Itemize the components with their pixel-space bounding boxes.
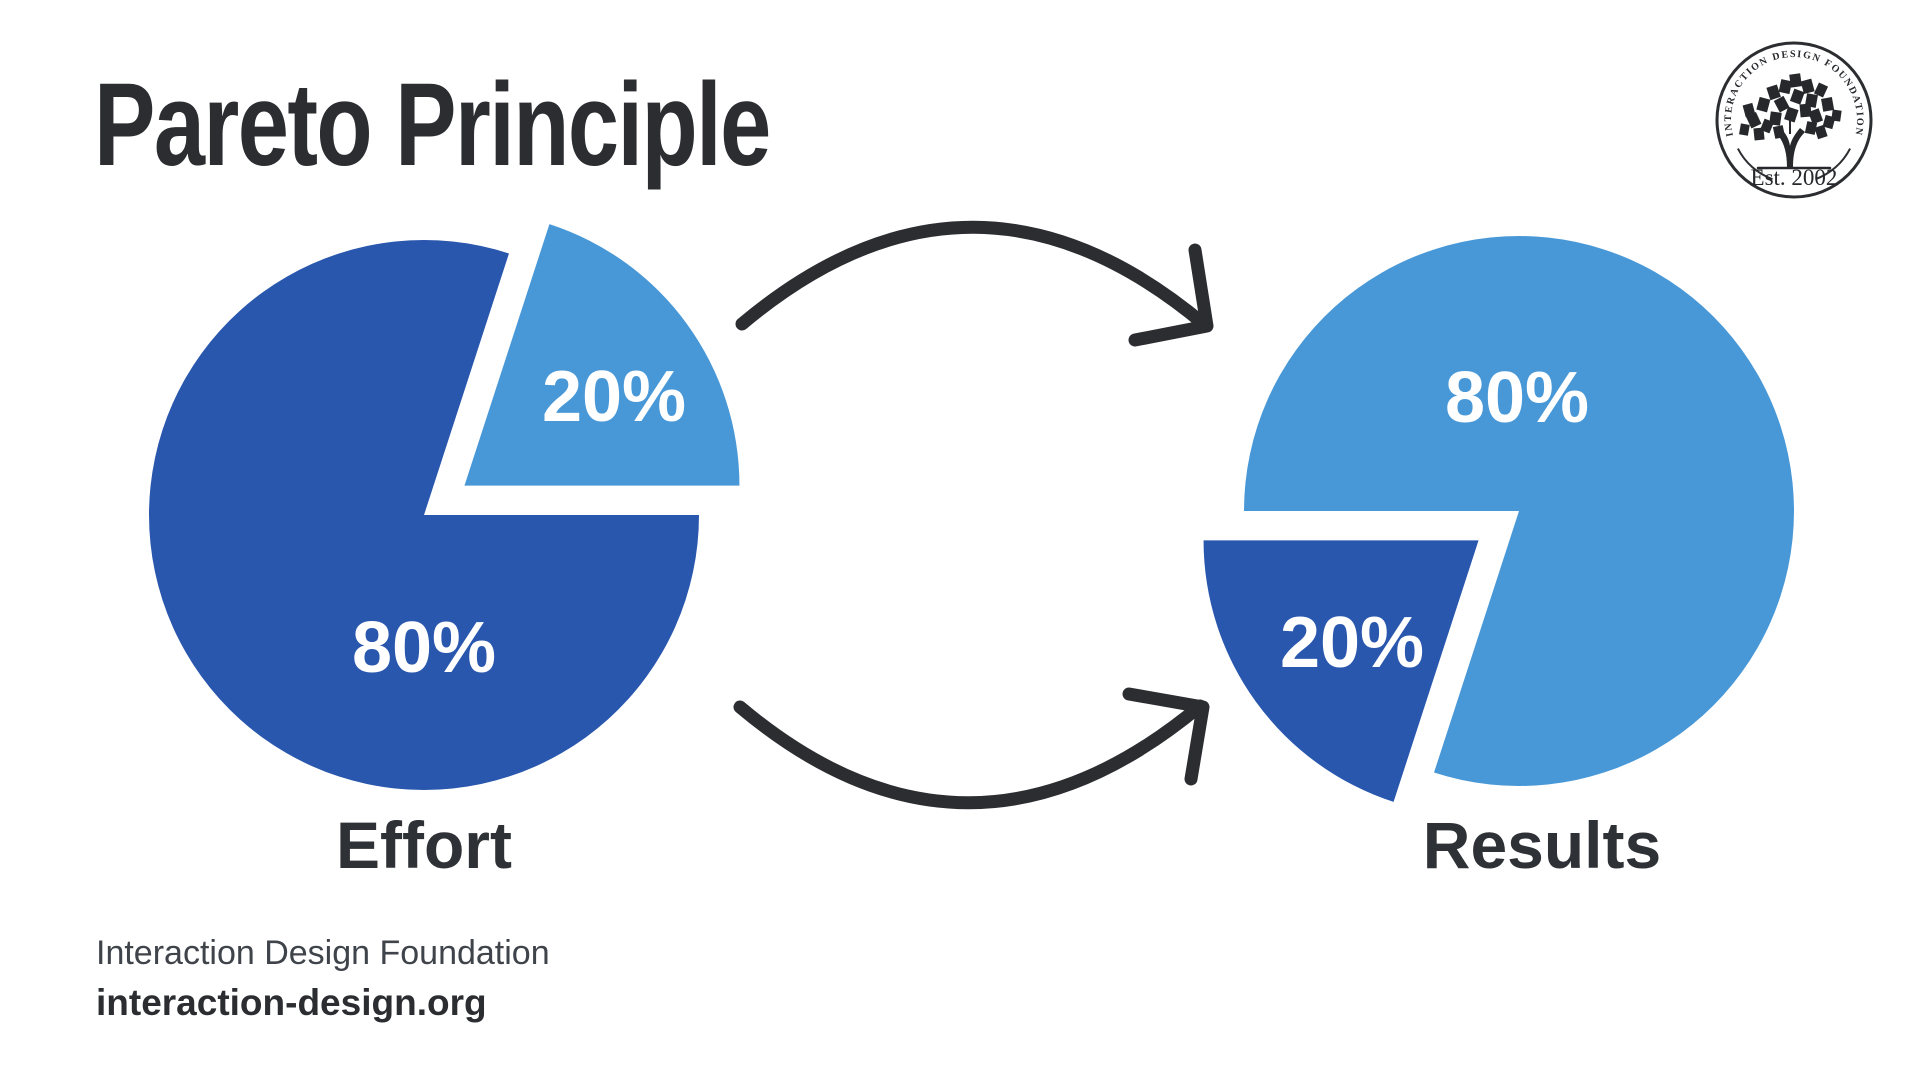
curved-arrow-right-up-icon	[733, 687, 1210, 810]
results-pie: 20% 80%	[1203, 235, 1795, 802]
footer-website-url: interaction-design.org	[96, 981, 487, 1023]
idf-tree-seal-icon: INTERACTION DESIGN FOUNDATION	[1715, 41, 1873, 199]
results-caption: Results	[1422, 808, 1662, 882]
pie-slice-label: 20%	[542, 357, 686, 437]
tree-icon	[1739, 73, 1842, 170]
page-title: Pareto Principle	[94, 59, 771, 191]
seal-right-arc	[1815, 148, 1851, 181]
pie-slice-80	[1244, 235, 1795, 787]
pie-slice-80	[149, 239, 700, 790]
curved-arrow-right-down-icon	[735, 220, 1214, 347]
pie-slice-20	[1203, 540, 1479, 802]
pie-slice-label: 20%	[1280, 603, 1424, 683]
pie-slice-20	[464, 224, 740, 486]
seal-left-arc	[1737, 148, 1773, 181]
seal-est-text: Est. 2002	[1751, 165, 1838, 190]
footer: Interaction Design Foundation interactio…	[96, 932, 550, 1026]
effort-pie: 20% 80%	[149, 224, 740, 790]
pie-slice-label: 80%	[1445, 358, 1589, 438]
footer-org-name: Interaction Design Foundation	[96, 934, 550, 972]
effort-caption: Effort	[336, 808, 512, 882]
pie-slice-label: 80%	[352, 608, 496, 688]
